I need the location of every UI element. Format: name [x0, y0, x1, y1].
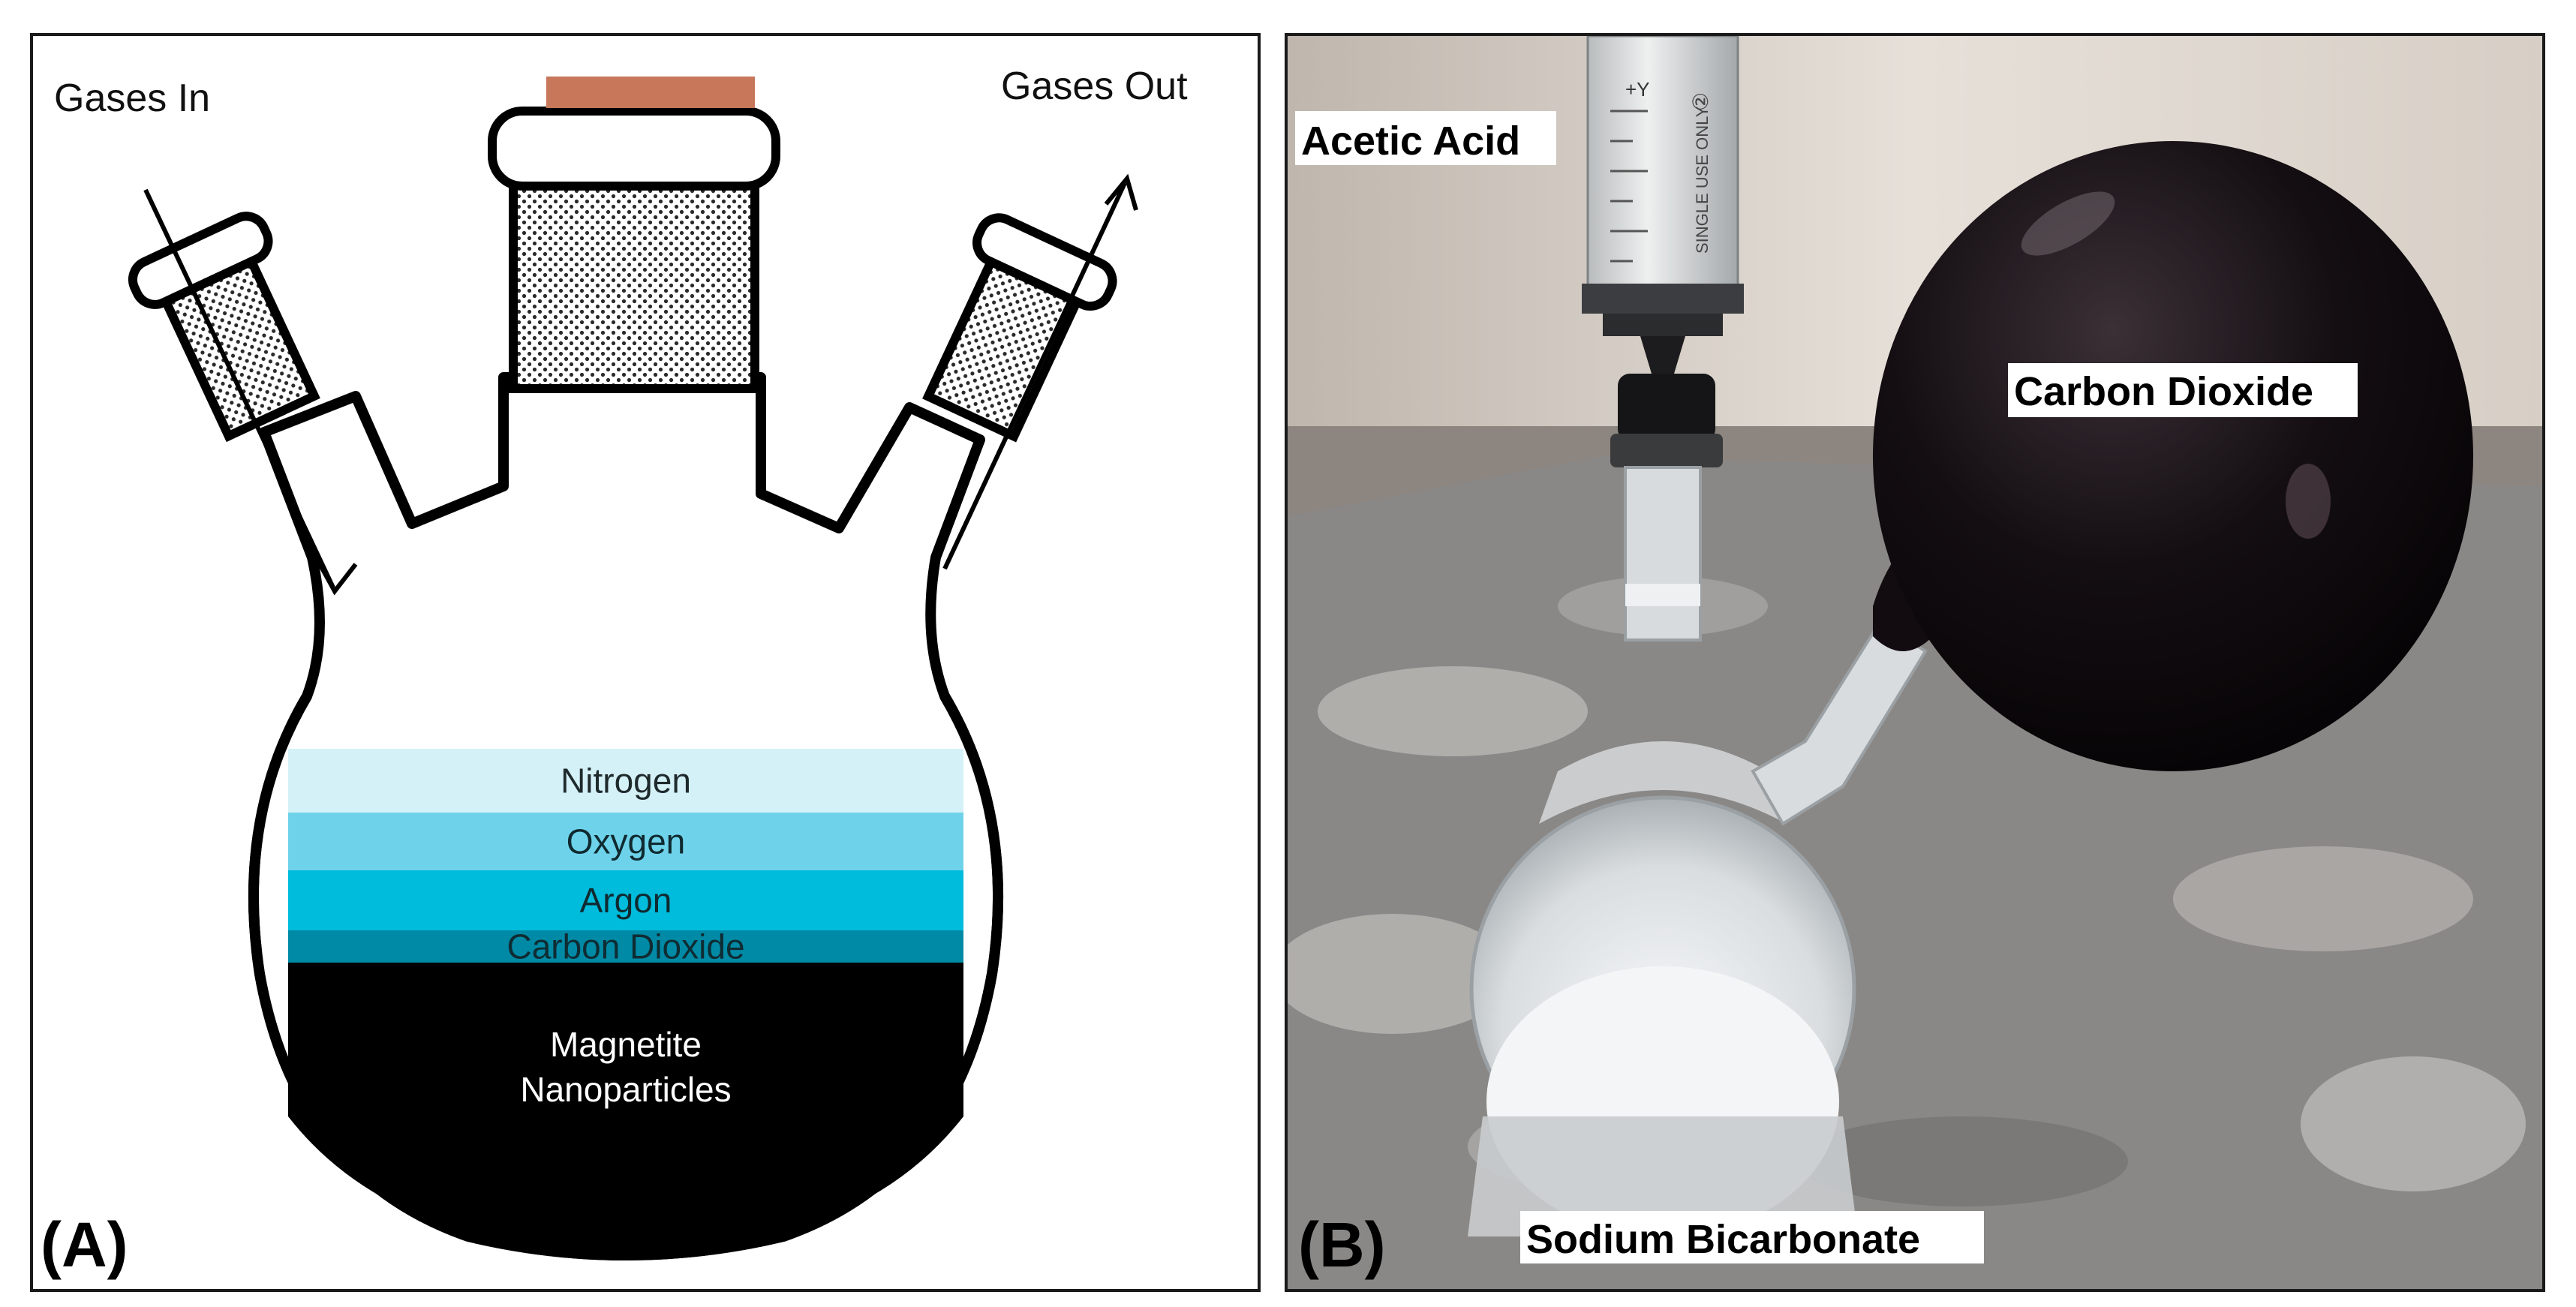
gases-in-arrow — [143, 188, 358, 596]
sodium-bicarbonate-label: Sodium Bicarbonate — [1526, 1217, 1920, 1262]
carbon-dioxide-label: Carbon Dioxide — [2014, 369, 2313, 414]
layer-band-nitrogen — [288, 749, 963, 813]
sediment-label-line2: Nanoparticles — [520, 1070, 731, 1109]
rubber-septum — [1618, 374, 1715, 441]
layer-band-argon — [288, 870, 963, 930]
acetic-acid-label: Acetic Acid — [1301, 119, 1520, 164]
syringe-graduations — [1610, 110, 1648, 263]
layer-band-oxygen — [288, 813, 963, 870]
panel-a-letter: (A) — [41, 1209, 128, 1280]
stopper — [546, 77, 755, 108]
sediment-layer — [288, 963, 963, 1251]
gases-in-label: Gases In — [54, 77, 210, 120]
left-neck — [128, 212, 320, 443]
syringe-barrel — [1586, 36, 1739, 293]
gases-out-label: Gases Out — [1001, 65, 1188, 108]
right-neck — [922, 213, 1117, 443]
gases-out-arrow — [942, 173, 1138, 570]
layer-label-oxygen: Oxygen — [567, 822, 686, 861]
side-arm-tube — [1751, 619, 1928, 826]
sediment-label-line1: Magnetite — [550, 1025, 702, 1064]
center-neck-rim — [488, 107, 780, 191]
panel-b-letter: (B) — [1298, 1209, 1386, 1280]
layer-label-argon: Argon — [580, 881, 672, 920]
syringe-symbol: ② — [1689, 92, 1712, 111]
center-neck-joint — [509, 167, 759, 393]
experiment-photo: +Y SINGLE USE ONLY ② Acetic Acid Carbon … — [1288, 36, 2542, 1289]
syringe-mark: +Y — [1625, 78, 1650, 101]
layer-band-carbon-dioxide — [288, 930, 963, 963]
carbon-dioxide-balloon — [1873, 141, 2473, 771]
flask-diagram: Gases In Gases Out NitrogenOxygenArgonCa… — [41, 65, 1188, 1280]
flask-neck — [1624, 466, 1702, 641]
syringe-side-text: SINGLE USE ONLY — [1693, 106, 1712, 254]
panel-b-photo: +Y SINGLE USE ONLY ② Acetic Acid Carbon … — [1285, 33, 2545, 1292]
layer-label-nitrogen: Nitrogen — [561, 762, 691, 801]
layer-label-carbon-dioxide: Carbon Dioxide — [506, 927, 744, 966]
